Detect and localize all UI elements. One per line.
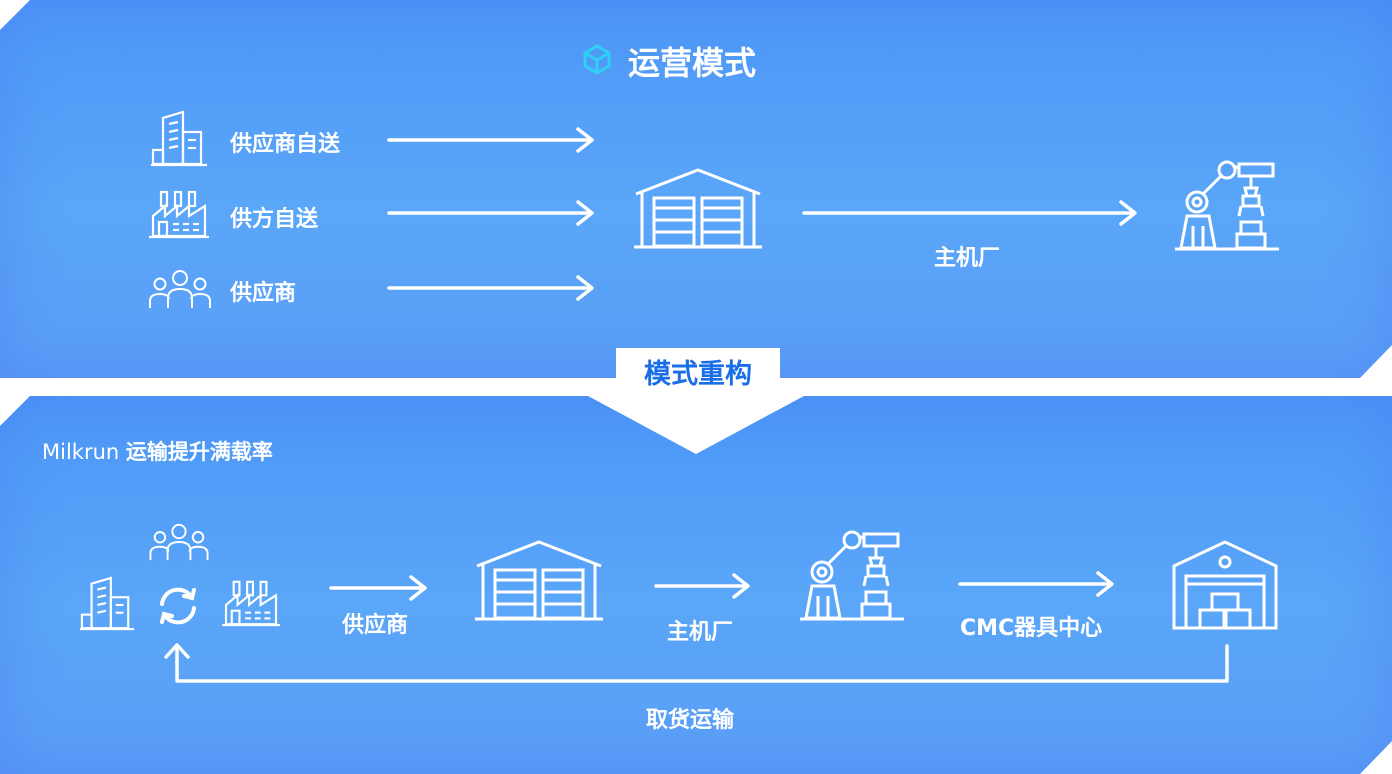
source-label-3: 供应商 <box>230 281 297 306</box>
section-title: 运营模式 <box>628 44 757 82</box>
factory-icon <box>222 580 280 627</box>
operation-mode-panel <box>0 0 1392 378</box>
robot-arm-icon <box>800 530 904 621</box>
step-label-cmc: CMC器具中心 <box>960 616 1103 641</box>
milkrun-heading: Milkrun 运输提升满载率 <box>42 436 273 466</box>
warehouse-icon <box>634 168 762 249</box>
storage-warehouse-icon <box>1172 540 1278 630</box>
plant-label: 主机厂 <box>934 246 1001 271</box>
source-label-1: 供应商自送 <box>230 132 341 157</box>
divider-arrow <box>588 396 804 454</box>
source-label-2: 供方自送 <box>230 207 319 232</box>
milkrun-suffix: 运输提升满载率 <box>125 440 273 464</box>
factory-icon <box>149 190 209 239</box>
robot-arm-icon <box>1175 160 1279 251</box>
warehouse-icon <box>475 540 603 621</box>
office-building-icon <box>151 110 207 167</box>
office-building-icon <box>79 576 135 631</box>
step-label-plant: 主机厂 <box>667 620 734 645</box>
step-label-supplier: 供应商 <box>342 613 409 638</box>
sync-cycle-icon <box>160 587 196 625</box>
people-group-icon <box>149 270 211 308</box>
mode-restructure-label: 模式重构 <box>616 348 780 402</box>
milkrun-prefix: Milkrun <box>42 440 120 464</box>
people-group-icon <box>149 523 209 561</box>
cube-icon <box>583 44 611 74</box>
return-pickup-label: 取货运输 <box>646 708 735 733</box>
